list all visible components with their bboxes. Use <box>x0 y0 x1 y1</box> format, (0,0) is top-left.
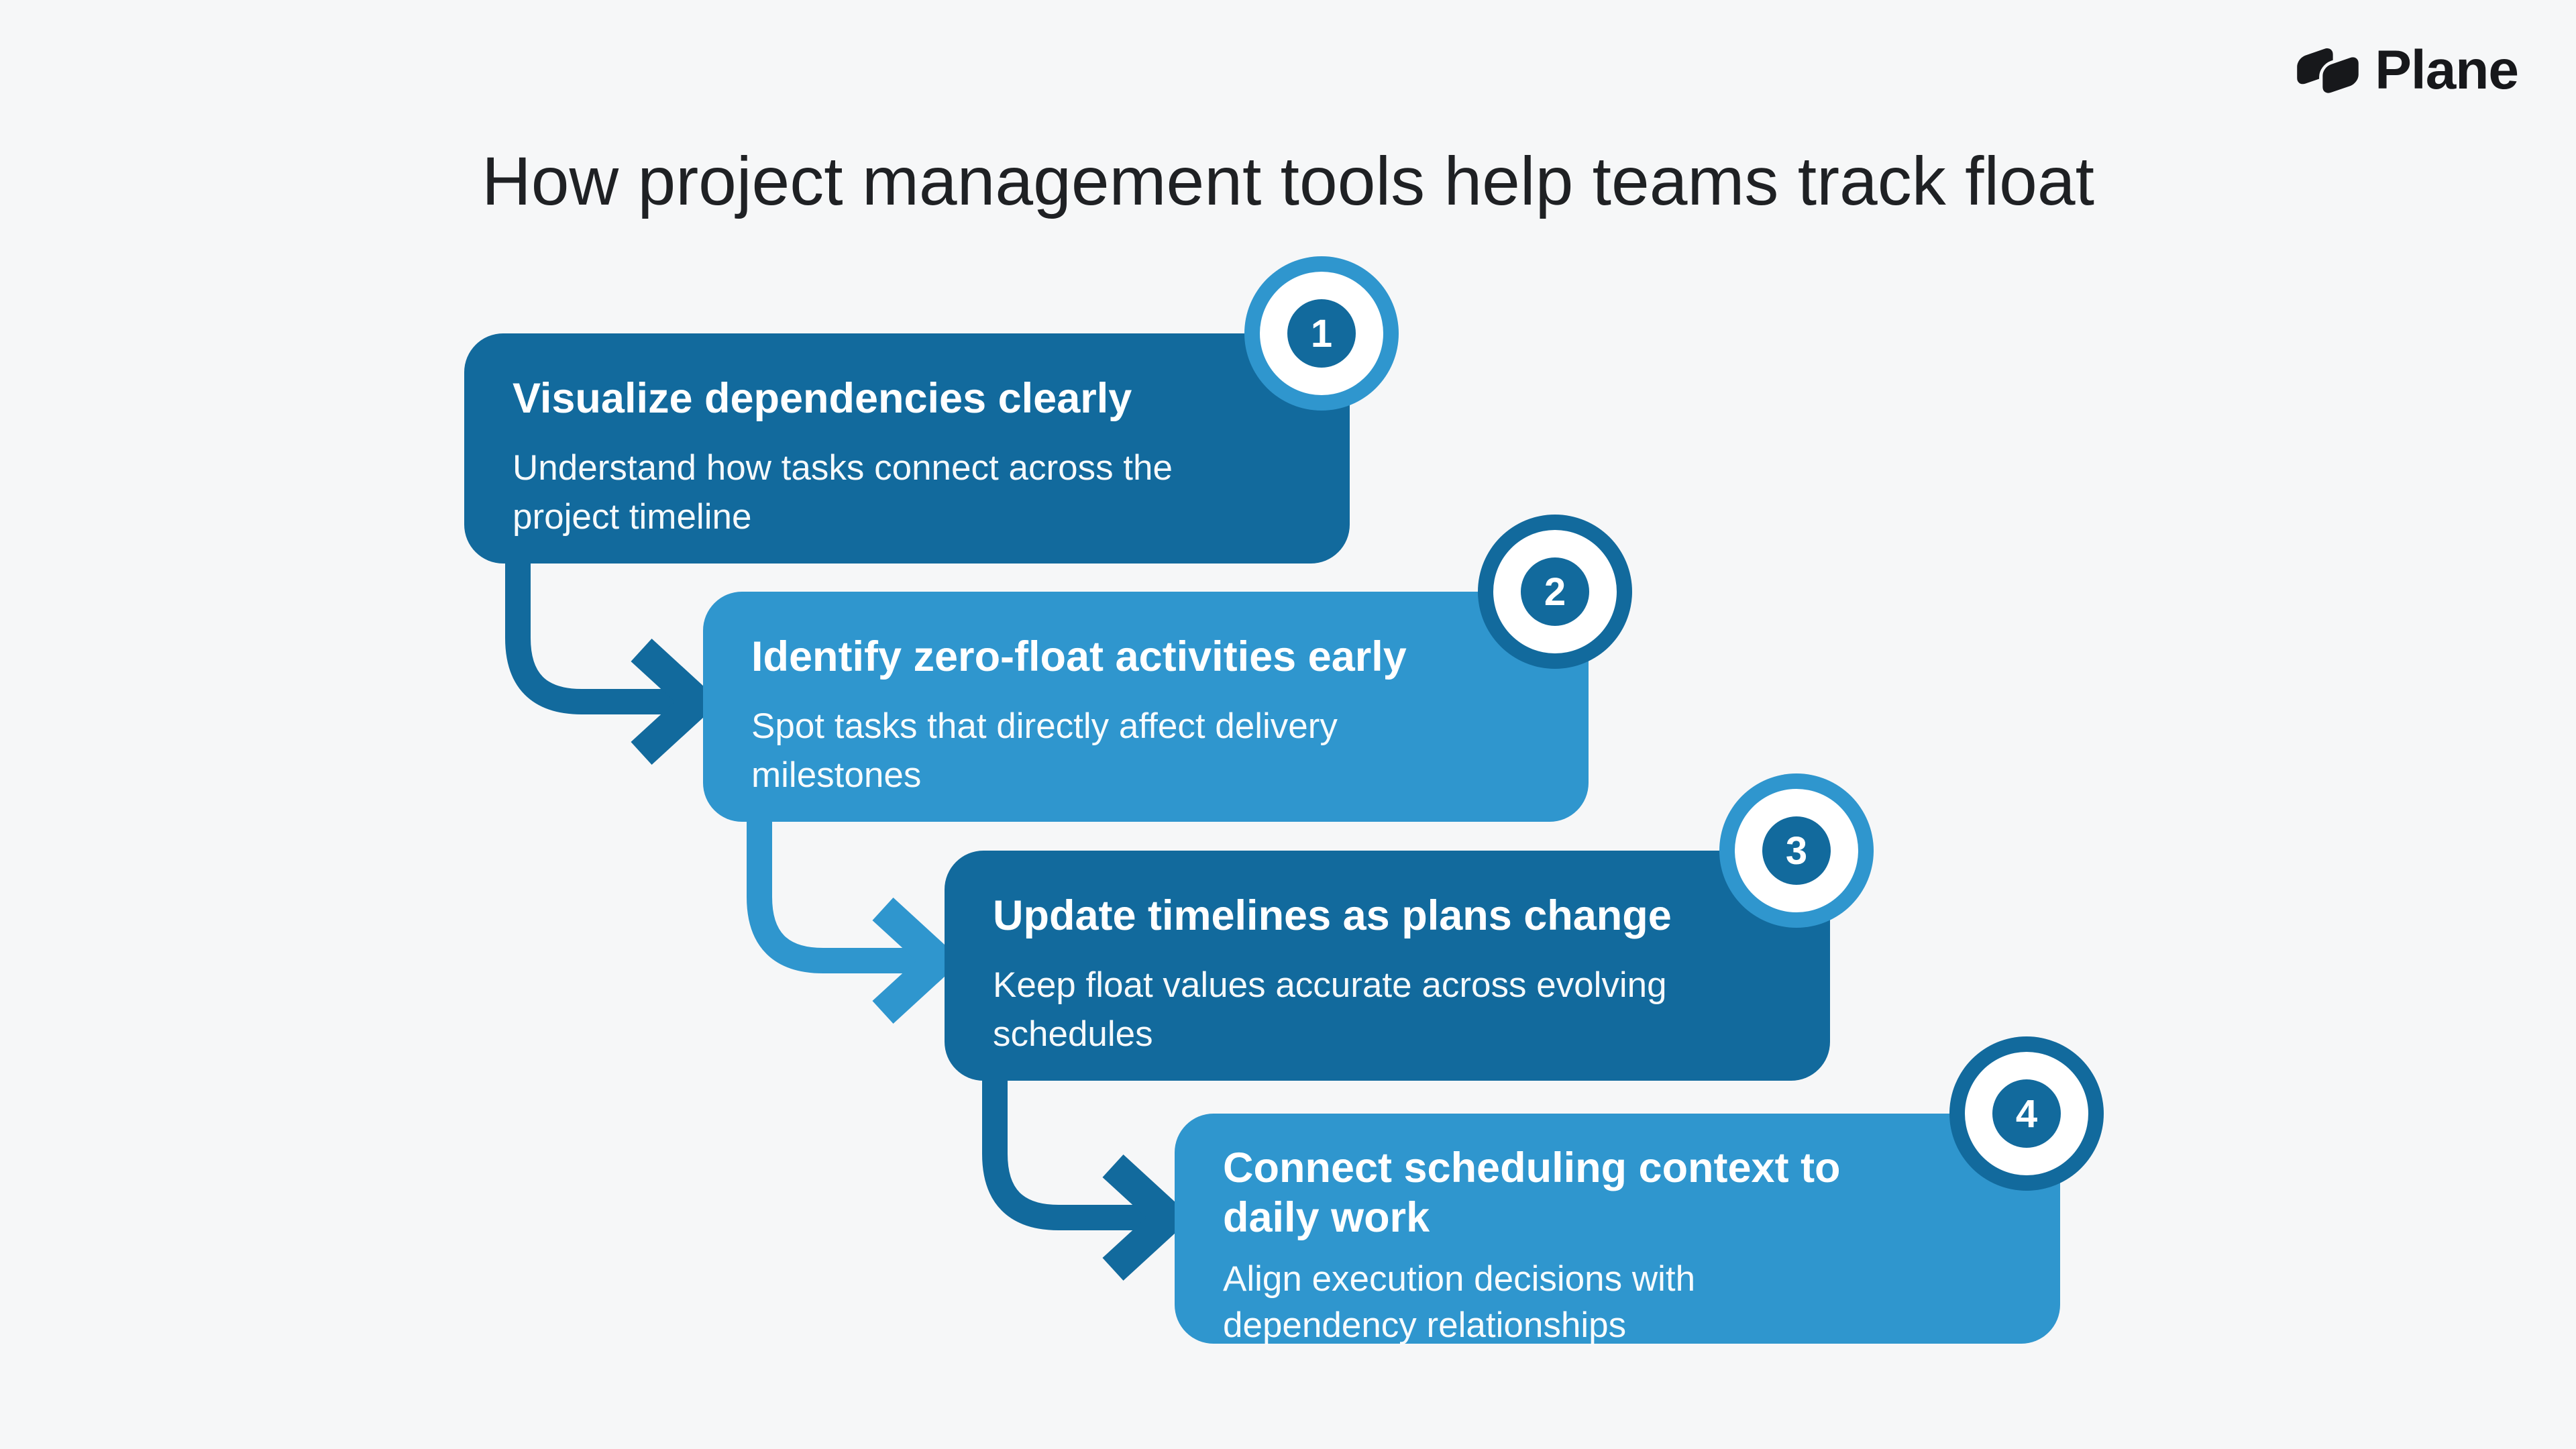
step-2-number: 2 <box>1521 557 1589 626</box>
step-2-badge-ring: 2 <box>1493 530 1617 653</box>
step-card-4: Connect scheduling context to daily work… <box>1175 1114 2060 1345</box>
down-right-arrow-1-icon <box>505 541 721 765</box>
page-title: How project management tools help teams … <box>482 143 2094 219</box>
step-4-badge-ring: 4 <box>1965 1052 2088 1175</box>
step-2-description: Spot tasks that directly affect delivery… <box>751 706 1338 795</box>
down-right-arrow-2-icon <box>747 800 963 1024</box>
step-4-description: Align execution decisions with dependenc… <box>1223 1258 1696 1345</box>
step-2-title: Identify zero-float activities early <box>751 633 1407 680</box>
step-3-title: Update timelines as plans change <box>993 892 1672 939</box>
step-4-badge: 4 <box>1949 1036 2104 1191</box>
step-1-badge: 1 <box>1244 256 1399 411</box>
plane-logo-text: Plane <box>2375 40 2519 101</box>
step-3-description: Keep float values accurate across evolvi… <box>993 965 1667 1054</box>
step-3-badge: 3 <box>1719 773 1874 928</box>
step-1-number: 1 <box>1287 299 1356 368</box>
step-card-2: Identify zero-float activities early Spo… <box>703 592 1589 822</box>
step-card-3: Update timelines as plans change Keep fl… <box>945 851 1830 1081</box>
step-3-badge-ring: 3 <box>1735 789 1858 912</box>
step-4-number: 4 <box>1992 1079 2061 1148</box>
step-card-1: Visualize dependencies clearly Understan… <box>464 333 1350 564</box>
step-1-title: Visualize dependencies clearly <box>513 375 1132 422</box>
step-4-title: Connect scheduling context to daily work <box>1223 1144 1841 1242</box>
down-right-arrow-3-icon <box>982 1059 1193 1281</box>
plane-logo: Plane <box>2296 39 2519 102</box>
step-3-number: 3 <box>1762 816 1831 885</box>
plane-logo-icon <box>2297 48 2361 97</box>
step-1-description: Understand how tasks connect across the … <box>513 448 1173 537</box>
step-2-badge: 2 <box>1478 515 1632 669</box>
step-1-badge-ring: 1 <box>1260 272 1383 395</box>
